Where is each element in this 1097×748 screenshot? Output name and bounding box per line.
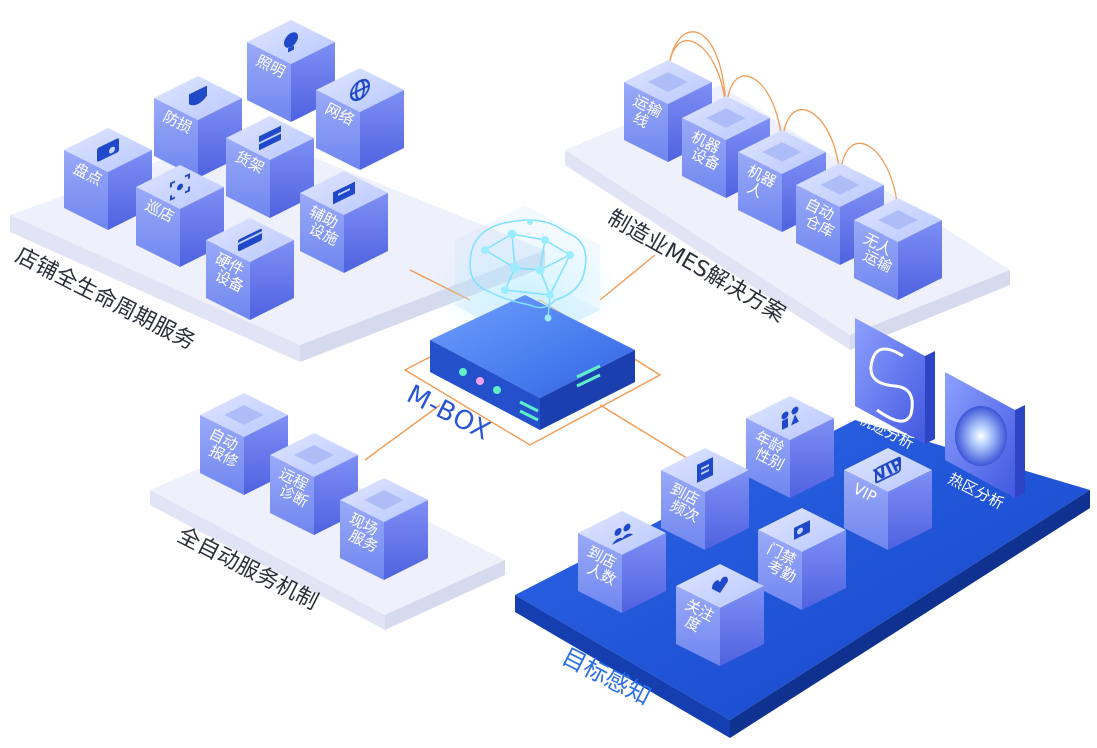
cube-top-inset [224,405,264,425]
heart-icon [712,576,728,593]
hub-left [430,340,540,430]
globe-icon [350,78,370,102]
cube-left [226,138,270,218]
hub-led-green [459,368,467,376]
cube-right [802,530,846,610]
shelf-icon [259,125,281,151]
cube-left [64,150,108,230]
hub-right [540,350,635,430]
cube-left [200,415,244,495]
cube-left [682,118,726,198]
cube-top-inset [648,72,688,92]
cube-left [844,470,888,550]
cube-left [316,90,360,170]
cube-top-inset [762,142,802,162]
conveyor-arc [667,31,727,119]
store-cube-group: 照明防损网络盘点货架巡店辅助设施硬件设备 [64,20,404,320]
cube-top-inset [706,108,746,128]
trajectory-icon [869,347,914,423]
document-icon [697,457,713,483]
cube-right [384,500,428,580]
vip-icon [875,456,901,484]
store-cube-2[interactable]: 照明 [247,20,335,122]
cube-left [738,152,782,232]
cube-top-inset [878,210,918,230]
conveyor-arc [781,108,841,186]
cube-left [758,530,802,610]
hub-beam-col [455,205,600,345]
conveyor-arc [725,75,783,153]
cube-right [720,586,764,666]
cube-left [270,455,314,535]
cube-right [790,418,834,498]
panel-side [1015,405,1025,498]
cube-left [247,42,291,122]
scan-icon [170,173,190,201]
cube-left [578,533,622,613]
cube-left [136,187,180,267]
mes-cube-2[interactable]: 机器人 [738,130,826,232]
panel-side [925,351,935,444]
cube-right [344,193,388,273]
panel-face [855,318,925,444]
lightbulb-icon [284,32,298,53]
target-cube-5[interactable]: 关注度 [676,564,764,666]
cube-left [796,185,840,265]
hub-vent-icon [519,364,601,422]
cube-right [705,470,749,550]
card-icon [238,228,262,252]
display-icon [333,181,355,205]
inventory-icon [97,138,119,162]
cube-right [898,220,942,300]
cube-right [250,240,294,320]
cube-left [854,220,898,300]
panel-heatmap[interactable]: 热区分析 [945,372,1025,513]
store-cube-3[interactable]: 网络 [316,68,404,170]
people-icon [612,523,633,545]
couple-icon [781,406,799,430]
target-cube-3[interactable]: VIP [844,448,932,550]
store-cube-1[interactable]: 防损 [154,76,242,178]
heatmap-icon [955,406,1007,466]
cube-label: 线 [630,109,652,132]
cube-right [888,470,932,550]
cube-top-inset [294,445,334,465]
conveyor-arc [839,142,899,221]
hub-led-cyan [493,386,501,394]
cube-left [624,82,668,162]
brain-nodes [481,219,574,322]
cube-left [300,193,344,273]
cube-left [154,98,198,178]
cube-top-inset [820,175,860,195]
mes-arc-group [667,31,899,221]
cube-label: 度 [682,613,704,636]
shield-icon [189,85,207,106]
cube-top-inset [364,490,404,510]
cube-left [746,418,790,498]
cube-right [360,90,404,170]
hub-led-pink [476,377,484,385]
cube-left [661,470,705,550]
cube-left [676,586,720,666]
cube-left [206,240,250,320]
cube-label: 人 [744,179,766,202]
cube-right [622,533,666,613]
key-icon [794,520,810,540]
cube-left [340,500,384,580]
